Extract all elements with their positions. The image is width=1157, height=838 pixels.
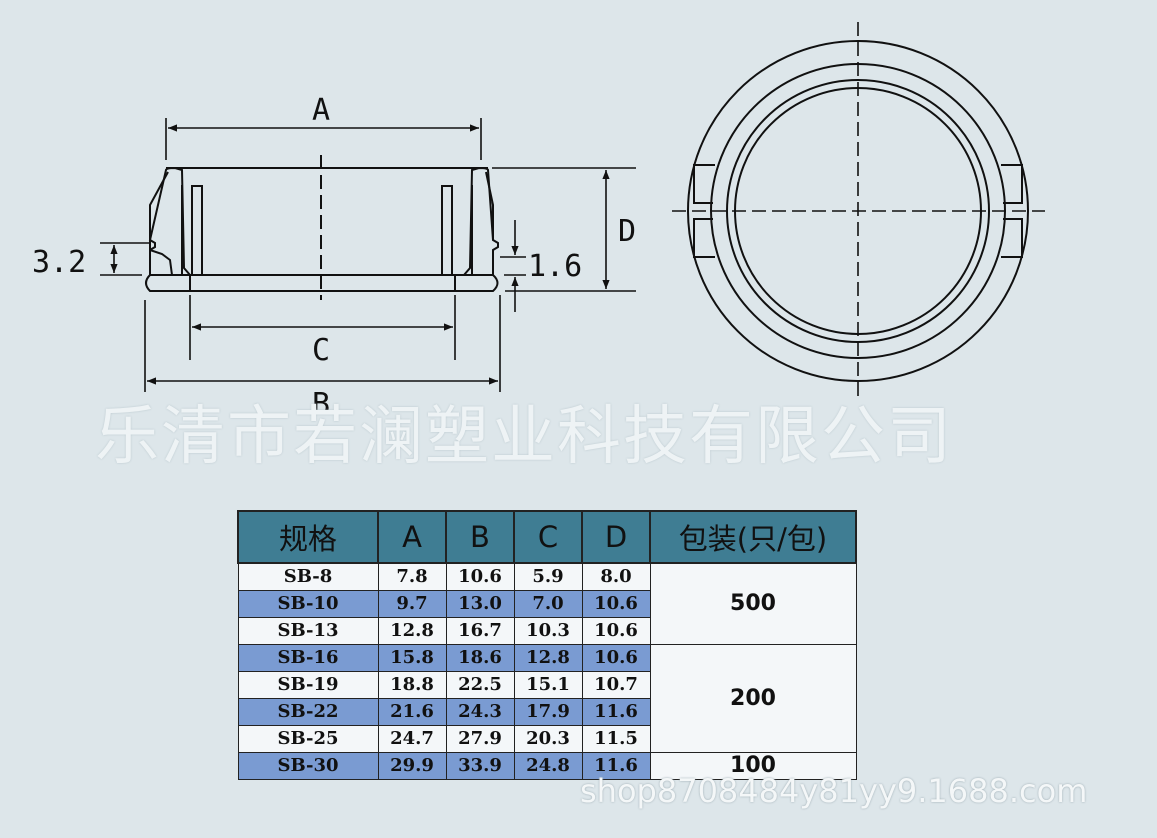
- cell-c: 5.9: [513, 562, 583, 591]
- cell-c: 15.1: [513, 671, 583, 699]
- cell-spec: SB-22: [237, 698, 379, 726]
- cell-c: 20.3: [513, 725, 583, 753]
- cell-spec: SB-10: [237, 590, 379, 618]
- cell-spec: SB-19: [237, 671, 379, 699]
- cell-b: 16.7: [445, 617, 515, 645]
- cell-a: 12.8: [377, 617, 447, 645]
- header-spec: 规格: [237, 510, 379, 564]
- dimension-lines: [100, 118, 636, 392]
- table-header-row: 规格 A B C D 包装(只/包): [237, 510, 857, 564]
- cell-a: 7.8: [377, 562, 447, 591]
- cell-spec: SB-16: [237, 644, 379, 672]
- table-row: SB-19 18.8 22.5 15.1 10.7: [237, 671, 856, 699]
- header-packing: 包装(只/包): [649, 510, 857, 564]
- cell-a: 24.7: [377, 725, 447, 753]
- table-row: SB-16 15.8 18.6 12.8 10.6 200: [237, 644, 857, 753]
- cell-c: 24.8: [513, 752, 583, 780]
- cell-d: 11.6: [581, 698, 651, 726]
- header-d: D: [581, 510, 651, 564]
- dim-label-a: A: [312, 93, 330, 128]
- cell-b: 18.6: [445, 644, 515, 672]
- cell-packing: 100: [649, 752, 857, 780]
- cell-c: 12.8: [513, 644, 583, 672]
- header-c: C: [513, 510, 583, 564]
- cell-a: 18.8: [377, 671, 447, 699]
- dim-label-c: C: [312, 333, 330, 368]
- cell-a: 9.7: [377, 590, 447, 618]
- top-view: [672, 22, 1045, 400]
- cell-c: 17.9: [513, 698, 583, 726]
- cell-spec: SB-25: [237, 725, 379, 753]
- dimension-labels: A C B D 3.2 1.6: [32, 93, 636, 422]
- cell-d: 10.7: [581, 671, 651, 699]
- cell-b: 13.0: [445, 590, 515, 618]
- shop-url-watermark: shop8708484y81yy9.1688.com: [580, 772, 1088, 810]
- cell-b: 10.6: [445, 562, 515, 591]
- dim-label-step: 1.6: [528, 249, 582, 284]
- table-row: SB-30 29.9 33.9 24.8 11.6 100: [237, 752, 857, 780]
- dim-label-d: D: [618, 214, 636, 249]
- table-row: SB-22 21.6 24.3 17.9 11.6: [237, 698, 856, 726]
- cell-b: 27.9: [445, 725, 515, 753]
- cell-spec: SB-30: [237, 752, 379, 780]
- cell-d: 10.6: [581, 617, 651, 645]
- cell-b: 24.3: [445, 698, 515, 726]
- cell-b: 33.9: [445, 752, 515, 780]
- cell-c: 10.3: [513, 617, 583, 645]
- cell-spec: SB-13: [237, 617, 379, 645]
- cell-c: 7.0: [513, 590, 583, 618]
- side-view: [145, 155, 499, 300]
- table-row: SB-8 7.8 10.6 5.9 8.0 500: [237, 562, 857, 645]
- cell-d: 10.6: [581, 644, 651, 672]
- cell-d: 8.0: [581, 562, 651, 591]
- cell-spec: SB-8: [237, 562, 379, 591]
- table-row: SB-13 12.8 16.7 10.3 10.6: [237, 617, 856, 645]
- cell-d: 11.5: [581, 725, 651, 753]
- cell-b: 22.5: [445, 671, 515, 699]
- cell-packing: 500: [649, 562, 857, 645]
- cell-packing: 200: [649, 644, 857, 753]
- cell-a: 29.9: [377, 752, 447, 780]
- spec-table: 规格 A B C D 包装(只/包) SB-8 7.8 10.6 5.9 8.0…: [237, 510, 857, 780]
- cell-d: 10.6: [581, 590, 651, 618]
- header-a: A: [377, 510, 447, 564]
- dim-label-b: B: [312, 387, 330, 422]
- dim-label-base: 3.2: [32, 245, 86, 280]
- cell-a: 15.8: [377, 644, 447, 672]
- cell-d: 11.6: [581, 752, 651, 780]
- company-watermark: 乐清市若澜塑业科技有限公司: [95, 400, 953, 474]
- header-b: B: [445, 510, 515, 564]
- cell-a: 21.6: [377, 698, 447, 726]
- table-row: SB-10 9.7 13.0 7.0 10.6: [237, 590, 856, 618]
